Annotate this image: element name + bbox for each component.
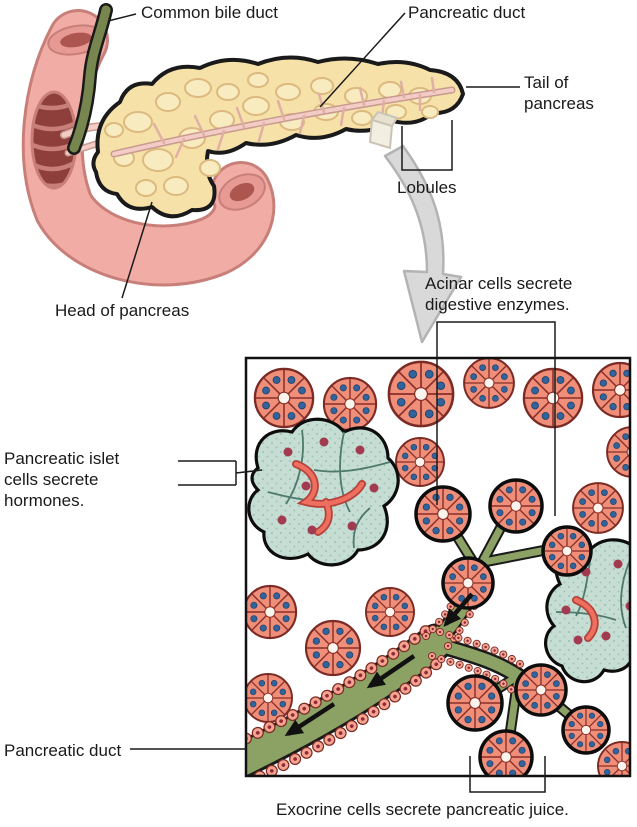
islet-cell-boundaries [267, 429, 391, 549]
bracket-islet-cells [178, 460, 263, 486]
lobule [163, 176, 189, 196]
pancreas-macro-illustration [21, 3, 465, 287]
pancreatic-duct-macro [112, 88, 454, 156]
label-tail-of-pancreas: Tail of pancreas [524, 73, 594, 114]
lobule [242, 96, 270, 116]
excised-lobule-chip [368, 118, 394, 150]
bracket-lobules [401, 120, 453, 171]
islet-nucleus [277, 515, 287, 525]
capillary [293, 461, 365, 507]
duodenum-hook-lumen [229, 182, 255, 202]
flow-arrow-icon [443, 592, 474, 628]
label-islet-cells: Pancreatic islet cells secrete hormones. [4, 449, 120, 511]
leader-head-of-pancreas [121, 201, 153, 299]
lobule [275, 83, 301, 101]
zoom-arrow-icon [383, 144, 463, 344]
islet-nucleus [355, 445, 365, 455]
lobule [123, 111, 153, 133]
label-pancreatic-duct-bottom: Pancreatic duct [4, 741, 122, 760]
acinar-cluster-outline [441, 556, 495, 610]
acinar-cluster [387, 360, 455, 428]
islet-nucleus [369, 483, 379, 493]
exocrine-acini-on-duct [414, 478, 611, 776]
label-pancreatic-duct-top: Pancreatic duct [408, 3, 526, 22]
acinar-cluster-outline [514, 663, 568, 717]
islet-nucleus [347, 521, 357, 531]
acinar-cluster [365, 587, 415, 637]
acinar-cluster-outline [541, 525, 593, 577]
micro-view-frame [244, 356, 632, 778]
microscopic-view [246, 358, 630, 776]
flow-arrow-icon [284, 702, 336, 737]
lobule [421, 105, 439, 119]
lobule [135, 179, 157, 197]
acinar-cluster-outline [488, 478, 544, 534]
acinar-cluster [522, 367, 584, 429]
bracket-acinar-cells [436, 321, 556, 516]
islet-nucleus [301, 481, 311, 491]
capillary [315, 499, 331, 535]
common-bile-duct [69, 5, 111, 153]
flow-arrow-icon [366, 654, 416, 689]
acinar-cluster-outline [561, 705, 611, 755]
acinar-cluster [572, 482, 624, 534]
duct-branches [152, 76, 436, 159]
acinar-cluster [463, 358, 515, 409]
lobule [247, 72, 269, 88]
label-common-bile-duct: Common bile duct [141, 3, 279, 22]
lobule [184, 78, 212, 98]
lobule [199, 159, 221, 177]
islet-nucleus [319, 437, 329, 447]
lobule [216, 83, 240, 101]
acinar-cluster [253, 367, 315, 429]
acinar-cluster-outline [446, 674, 504, 732]
lobule [142, 148, 174, 172]
capillary [573, 597, 597, 641]
label-head-of-pancreas: Head of pancreas [55, 301, 190, 320]
leader-pancreatic-duct-top [319, 12, 406, 108]
duodenum-cut-lumen [60, 32, 92, 48]
acinar-cluster [246, 673, 293, 723]
label-acinar-cells: Acinar cells secrete digestive enzymes. [425, 274, 573, 315]
lobule [310, 77, 334, 95]
acinar-cluster [246, 584, 298, 640]
islet-nucleus [307, 525, 317, 535]
bracket-exocrine-cells [469, 756, 546, 793]
lobule [155, 92, 181, 112]
acinar-cluster-outline [414, 485, 472, 543]
lobule [104, 122, 124, 138]
leader-common-bile-duct [107, 13, 137, 22]
acinar-cluster [304, 619, 362, 677]
lobule [351, 110, 373, 126]
fold-line [32, 160, 76, 172]
islet-nucleus [283, 447, 293, 457]
leader-lines [107, 12, 556, 793]
islet-nucleus [613, 559, 623, 569]
label-lobules: Lobules [397, 178, 457, 197]
pancreatic-islet-1 [247, 417, 400, 567]
islet-nucleus [573, 635, 583, 645]
islet-nuclei [277, 437, 379, 535]
secretion-flow-arrows [284, 592, 474, 737]
islet-nucleus [601, 631, 611, 641]
acinar-cluster-outline [478, 729, 534, 776]
islet-nucleus [561, 605, 571, 615]
fold-line [32, 119, 76, 132]
label-exocrine-cells: Exocrine cells secrete pancreatic juice. [276, 800, 569, 819]
